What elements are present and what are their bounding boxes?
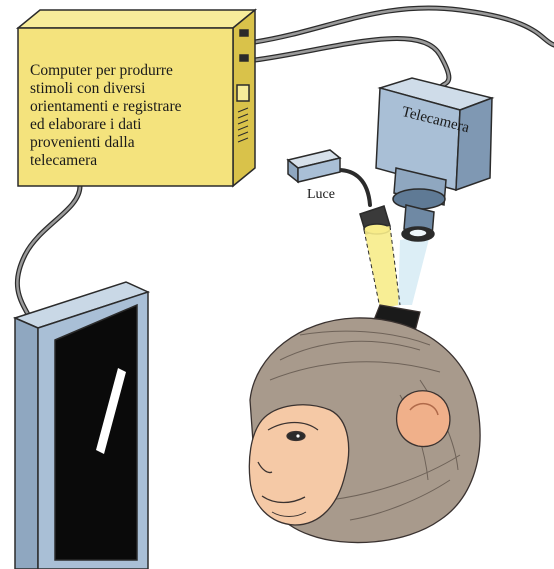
computer-label-line: ed elaborare i dati bbox=[30, 116, 235, 134]
light-label: Luce bbox=[307, 187, 335, 203]
monitor bbox=[15, 282, 148, 569]
computer-label-line: Computer per produrre bbox=[30, 62, 235, 80]
computer-label-line: orientamenti e registrare bbox=[30, 98, 235, 116]
computer-label-line: provenienti dalla bbox=[30, 134, 235, 152]
monitor-screen bbox=[55, 305, 137, 560]
computer-label: Computer per produrre stimoli con divers… bbox=[30, 62, 235, 170]
monkey-head bbox=[249, 305, 480, 543]
computer-label-line: stimoli con diversi bbox=[30, 80, 235, 98]
camera bbox=[376, 78, 492, 241]
computer-label-line: telecamera bbox=[30, 152, 235, 170]
light-source bbox=[288, 150, 390, 234]
